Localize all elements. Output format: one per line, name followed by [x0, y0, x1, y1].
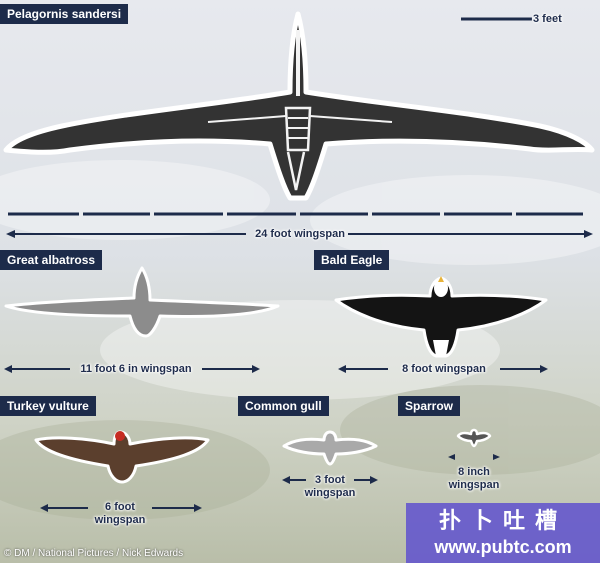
- sparrow-silhouette: [456, 428, 492, 448]
- common-gull-wingspan-value: 3 foot: [315, 474, 345, 486]
- bald-eagle-wingspan-arrow: [338, 365, 548, 373]
- turkey-vulture-wingspan-value: 6 foot: [105, 501, 135, 513]
- albatross-silhouette: [4, 266, 280, 338]
- pelagornis-silhouette: [3, 11, 595, 201]
- common-gull-wingspan-label: 3 foot wingspan: [280, 474, 380, 500]
- common-gull-header: Common gull: [238, 396, 329, 416]
- bald-eagle-wingspan-label: 8 foot wingspan: [402, 363, 486, 375]
- sparrow-wingspan-label: 8 inch wingspan: [424, 466, 524, 492]
- image-credit: © DM / National Pictures / Nick Edwards: [4, 548, 184, 559]
- scale-label: 3 feet: [533, 13, 562, 25]
- turkey-vulture-silhouette: [34, 430, 210, 484]
- common-gull-silhouette: [282, 430, 378, 466]
- sparrow-wingspan-arrow: [448, 454, 500, 460]
- site-watermark[interactable]: 扑卜吐槽 www.pubtc.com: [406, 503, 600, 563]
- pelagornis-wingspan-label: 24 foot wingspan: [255, 228, 345, 240]
- sparrow-header: Sparrow: [398, 396, 461, 416]
- albatross-wingspan-label: 11 foot 6 in wingspan: [80, 363, 192, 375]
- bald-eagle-silhouette: [334, 276, 548, 358]
- turkey-vulture-wingspan-label: 6 foot wingspan: [70, 501, 170, 527]
- pelagornis-header: Pelagornis sandersi: [0, 4, 129, 24]
- watermark-url[interactable]: www.pubtc.com: [434, 537, 572, 557]
- turkey-vulture-wingspan-unit: wingspan: [94, 514, 146, 526]
- albatross-header: Great albatross: [0, 250, 103, 270]
- pelagornis-wingspan-arrow: [6, 230, 593, 238]
- common-gull-wingspan-arrow: [282, 476, 378, 484]
- common-gull-wingspan-unit: wingspan: [304, 487, 356, 499]
- albatross-wingspan-arrow: [4, 365, 260, 373]
- bald-eagle-header: Bald Eagle: [314, 250, 390, 270]
- watermark-chinese-text: 扑卜吐槽: [438, 508, 567, 533]
- sparrow-wingspan-value: 8 inch: [458, 466, 490, 478]
- turkey-vulture-wingspan-arrow: [40, 504, 202, 512]
- turkey-vulture-header: Turkey vulture: [0, 396, 96, 416]
- sparrow-wingspan-unit: wingspan: [448, 479, 500, 491]
